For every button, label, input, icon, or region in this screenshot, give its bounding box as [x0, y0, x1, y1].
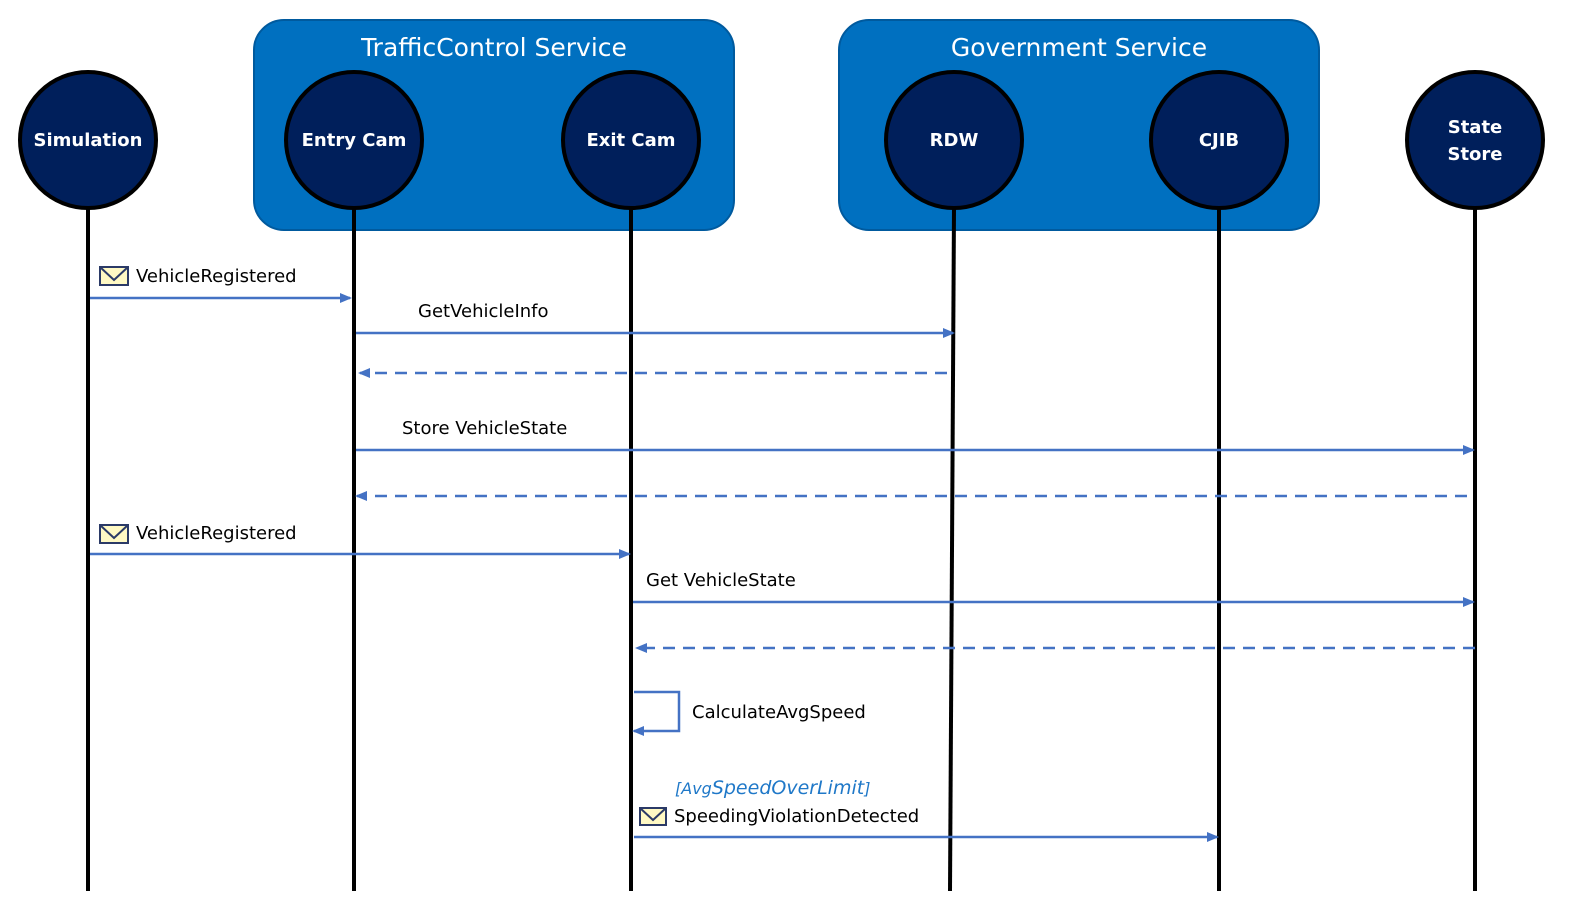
actor-state-store-circle — [1405, 70, 1545, 210]
message-label: VehicleRegistered — [136, 266, 297, 287]
actor-simulation-circle — [18, 70, 158, 210]
message-label: SpeedingViolationDetected — [674, 806, 919, 827]
actor-state-store: State Store — [1405, 70, 1545, 210]
actor-rdw-circle — [884, 70, 1024, 210]
message-vehicleregistered-1: VehicleRegistered — [90, 266, 352, 303]
actor-state-store-label-line-2: Store — [1447, 144, 1502, 165]
message-vehicleregistered-2: VehicleRegistered — [90, 523, 631, 559]
actor-cjib-label: CJIB — [1199, 130, 1239, 151]
message-label: CalculateAvgSpeed — [692, 702, 866, 723]
actor-cjib-circle — [1149, 70, 1289, 210]
actor-simulation-label: Simulation — [34, 130, 143, 151]
guard-emphasis: SpeedOverLimit — [712, 777, 866, 799]
message-speedingviolationdetected: [AvgSpeedOverLimit] SpeedingViolationDet… — [634, 777, 1219, 842]
lifelines — [86, 207, 1477, 892]
actor-simulation: Simulation — [18, 70, 158, 210]
actor-exit-cam-label: Exit Cam — [586, 130, 675, 151]
message-label: VehicleRegistered — [136, 523, 297, 544]
actor-entry-cam-label: Entry Cam — [302, 130, 407, 151]
actor-rdw-label: RDW — [930, 130, 979, 151]
message-get-vehiclestate: Get VehicleState — [633, 570, 1475, 607]
actor-exit-cam-circle — [561, 70, 701, 210]
actor-cjib: CJIB — [1149, 70, 1289, 210]
guard-condition: [AvgSpeedOverLimit] — [675, 777, 870, 799]
envelope-icon — [99, 524, 129, 544]
group-trafficcontrol-title: TrafficControl Service — [360, 33, 627, 62]
envelope-icon — [639, 807, 667, 826]
message-getvehicleinfo: GetVehicleInfo — [356, 301, 955, 338]
actor-state-store-label-line-1: State — [1448, 117, 1503, 138]
actor-entry-cam: Entry Cam — [284, 70, 424, 210]
guard-prefix: [Avg — [675, 779, 712, 798]
message-label: Store VehicleState — [402, 418, 567, 439]
message-calculateavgspeed: CalculateAvgSpeed — [632, 690, 866, 736]
message-label: GetVehicleInfo — [418, 301, 549, 322]
group-government-title: Government Service — [951, 33, 1207, 62]
envelope-icon — [99, 266, 129, 286]
self-call-arrow — [632, 690, 681, 736]
actor-exit-cam: Exit Cam — [561, 70, 701, 210]
actor-rdw: RDW — [884, 70, 1024, 210]
guard-suffix: ] — [863, 779, 870, 798]
message-label: Get VehicleState — [646, 570, 796, 591]
message-store-vehiclestate: Store VehicleState — [356, 418, 1475, 455]
lifeline-rdw — [948, 207, 956, 892]
actor-entry-cam-circle — [284, 70, 424, 210]
